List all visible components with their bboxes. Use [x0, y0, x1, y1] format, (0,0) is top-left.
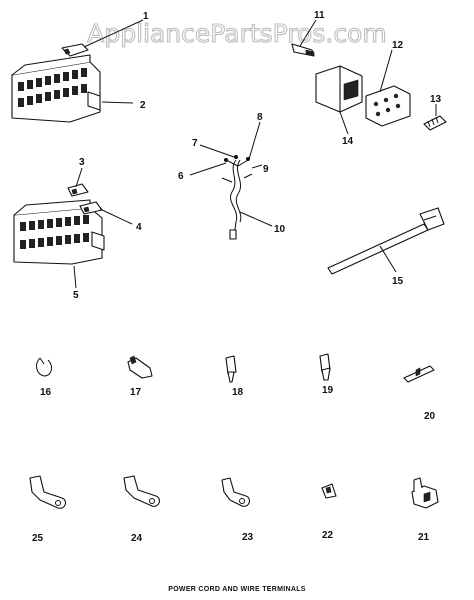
leader-lines: [73, 19, 437, 289]
terminal-part-18: [225, 355, 237, 383]
callout-25: 25: [32, 533, 44, 544]
callout-18: 18: [232, 387, 244, 398]
ring-terminal-part-23: [221, 477, 251, 507]
terminal-part-19: [319, 353, 331, 381]
callout-8: 8: [257, 112, 263, 123]
terminal-block-part-2: [11, 54, 101, 123]
watermark-text: AppliancePartsPros.com: [87, 19, 386, 48]
terminal-part-22: [321, 483, 337, 499]
ring-terminal-part-24: [123, 475, 161, 507]
ring-terminal-part-25: [29, 475, 67, 509]
callout-20: 20: [424, 411, 436, 422]
callout-5: 5: [73, 290, 79, 301]
terminal-clip-part-1: [61, 43, 89, 57]
pin-part-11: [291, 43, 315, 57]
pin-part-13: [423, 115, 447, 131]
terminal-part-20: [403, 365, 435, 383]
callout-6: 6: [178, 171, 184, 182]
wire-harness-part-10: [221, 155, 253, 240]
callout-12: 12: [392, 40, 404, 51]
callout-19: 19: [322, 385, 334, 396]
callout-24: 24: [131, 533, 143, 544]
callout-11: 11: [314, 10, 325, 21]
callout-2: 2: [140, 100, 146, 111]
callout-23: 23: [242, 532, 254, 543]
callout-1: 1: [143, 11, 149, 22]
housing-part-12: [365, 85, 411, 127]
callout-10: 10: [274, 224, 286, 235]
callout-4: 4: [136, 222, 142, 233]
callout-22: 22: [322, 530, 334, 541]
callout-17: 17: [130, 387, 142, 398]
bracket-terminal-part-21: [411, 477, 439, 509]
housing-part-14: [315, 65, 363, 113]
callout-numbers: 1 2 3 4 5 6 7 8 9 10 11 12 13 14 15 16 1…: [32, 10, 442, 544]
ring-clip-part-16: [36, 357, 52, 377]
callout-21: 21: [418, 532, 430, 543]
callout-15: 15: [392, 276, 404, 287]
callout-9: 9: [263, 164, 269, 175]
cable-tie-part-15: [327, 207, 445, 275]
diagram-caption: POWER CORD AND WIRE TERMINALS: [168, 586, 306, 593]
callout-3: 3: [79, 157, 85, 168]
callout-16: 16: [40, 387, 52, 398]
callout-7: 7: [192, 138, 198, 149]
clip-part-3: [67, 183, 89, 197]
terminal-part-17: [127, 355, 153, 379]
callout-13: 13: [430, 94, 442, 105]
callout-14: 14: [342, 136, 354, 147]
terminal-block-part-5: [13, 199, 105, 265]
